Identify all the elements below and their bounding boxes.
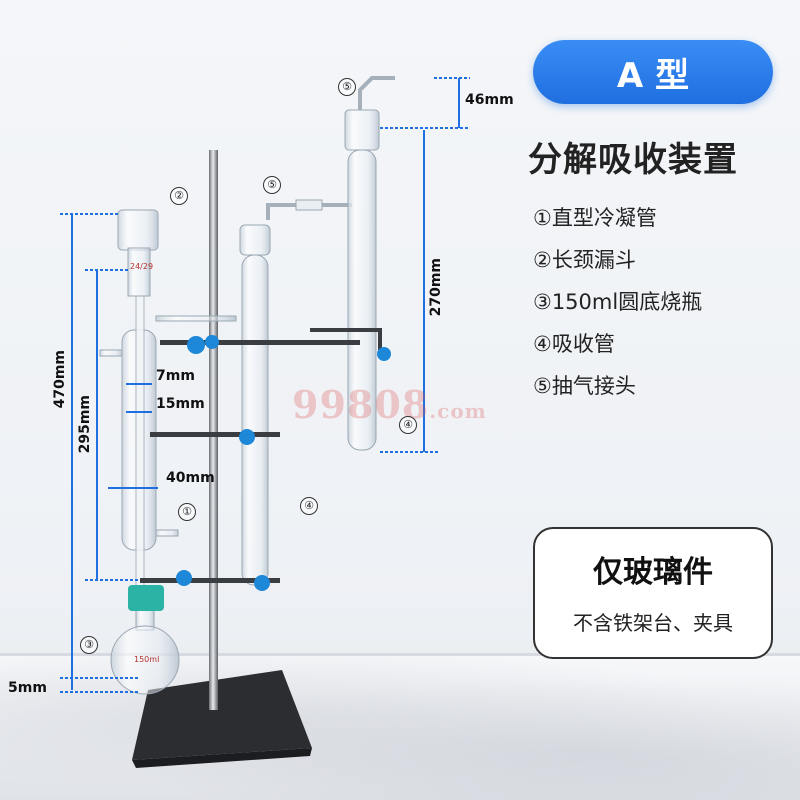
callout-4-mid: ④ [300,497,318,515]
bench-edge [0,653,800,656]
callout-2: ② [170,187,188,205]
callout-5-top: ⑤ [338,78,356,96]
joint-mark: 24/29 [130,262,154,271]
absorption-tube-middle [239,199,352,586]
part-item: ②长颈漏斗 [533,248,636,272]
glass-only-note: 仅玻璃件 不含铁架台、夹具 [533,527,773,659]
part-item: ①直型冷凝管 [533,206,657,230]
dim-5: 5mm [8,680,47,696]
dim-7: 7mm [156,368,195,384]
note-main: 仅玻璃件 [593,555,713,590]
watermark-suffix: .com [429,399,487,423]
dim-46: 46mm [465,92,514,108]
watermark: 99808.com [292,382,487,427]
callout-1: ① [178,503,196,521]
callout-3: ③ [80,636,98,654]
callout-4-right: ④ [399,416,417,434]
model-badge: A 型 [533,40,773,104]
dim-15: 15mm [156,396,205,412]
part-item: ④吸收管 [533,332,615,356]
absorption-tube-right [344,76,395,451]
flask-mark: 150ml [134,655,160,664]
dim-270: 270mm [428,258,444,317]
product-title: 分解吸收装置 [528,140,738,180]
parts-list: ①直型冷凝管 ②长颈漏斗 ③150ml圆底烧瓶 ④吸收管 ⑤抽气接头 [533,202,793,412]
dim-40: 40mm [166,470,215,486]
part-item: ③150ml圆底烧瓶 [533,290,703,314]
dim-470: 470mm [52,350,68,409]
stand-rod [209,150,218,710]
stand-base [132,670,312,768]
clamps [128,328,391,611]
part-item: ⑤抽气接头 [533,374,636,398]
dim-295: 295mm [77,395,93,454]
dimension-lines [60,77,470,693]
note-sub: 不含铁架台、夹具 [573,611,733,635]
callout-5-mid: ⑤ [263,176,281,194]
